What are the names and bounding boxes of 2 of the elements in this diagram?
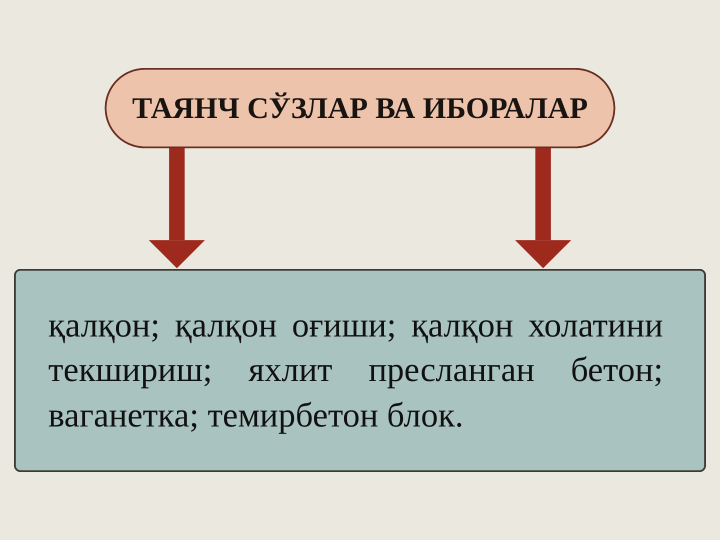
- arrow: [148, 147, 205, 268]
- arrow: [515, 147, 572, 268]
